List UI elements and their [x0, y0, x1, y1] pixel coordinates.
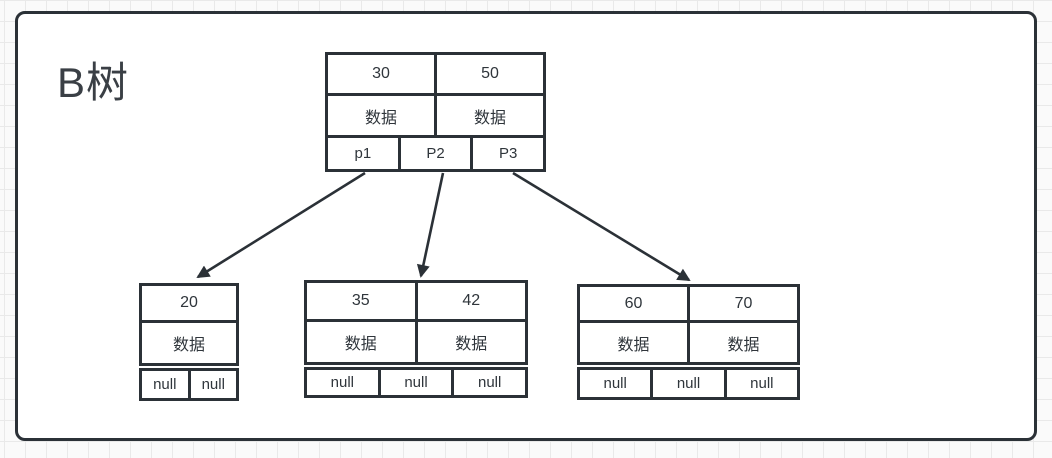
root-data-row: 数据 数据 [325, 93, 546, 138]
child-middle-keys-row: 35 42 [304, 280, 528, 322]
null-pointer-cell: null [577, 367, 654, 400]
key-cell: 42 [414, 280, 528, 322]
data-cell: 数据 [687, 320, 800, 365]
child-left-data-row: 数据 [139, 320, 239, 366]
root-key-cell: 50 [434, 52, 546, 96]
child-right-pointers-row: null null null [577, 367, 800, 400]
null-pointer-cell: null [451, 367, 529, 398]
btree-root-node: 30 50 数据 数据 p1 P2 P3 [325, 52, 547, 172]
btree-child-node-middle: 35 42 数据 数据 null null null [304, 280, 529, 398]
data-cell: 数据 [577, 320, 690, 365]
null-pointer-cell: null [304, 367, 381, 398]
btree-child-node-left: 20 数据 null null [139, 283, 239, 401]
root-key-cell: 30 [325, 52, 437, 96]
key-cell: 20 [139, 283, 239, 323]
root-pointer-cell-p1: p1 [325, 135, 401, 172]
data-cell: 数据 [304, 319, 418, 365]
data-cell: 数据 [139, 320, 239, 366]
diagram-title: B树 [57, 59, 130, 106]
null-pointer-cell: null [377, 367, 455, 398]
child-middle-data-row: 数据 数据 [304, 319, 528, 365]
key-cell: 60 [577, 284, 690, 323]
root-pointer-cell-p3: P3 [470, 135, 547, 172]
key-cell: 70 [687, 284, 800, 323]
child-middle-pointers-row: null null null [304, 367, 529, 398]
root-pointers-row: p1 P2 P3 [325, 135, 547, 172]
child-left-pointers-row: null null [139, 368, 239, 401]
child-right-data-row: 数据 数据 [577, 320, 800, 365]
null-pointer-cell: null [650, 367, 727, 400]
null-pointer-cell: null [723, 367, 800, 400]
root-pointer-cell-p2: P2 [397, 135, 474, 172]
root-data-cell: 数据 [434, 93, 546, 138]
root-data-cell: 数据 [325, 93, 437, 138]
null-pointer-cell: null [187, 368, 239, 401]
root-keys-row: 30 50 [325, 52, 546, 96]
null-pointer-cell: null [139, 368, 191, 401]
child-right-keys-row: 60 70 [577, 284, 800, 323]
key-cell: 35 [304, 280, 418, 322]
data-cell: 数据 [414, 319, 528, 365]
child-left-keys-row: 20 [139, 283, 239, 323]
btree-child-node-right: 60 70 数据 数据 null null null [577, 284, 800, 400]
